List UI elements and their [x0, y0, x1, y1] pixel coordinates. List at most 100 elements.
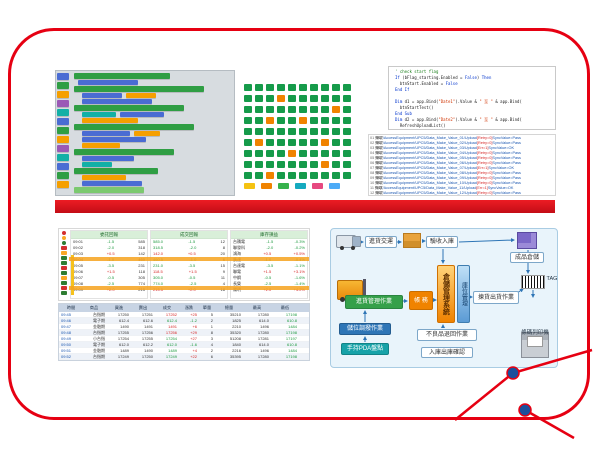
report-row: 鴻海+0.5+0.5% [231, 251, 307, 257]
log-index: 12 [370, 191, 375, 195]
report-cell: 09:01 [73, 239, 84, 244]
table-cell: 51208 [229, 336, 241, 341]
grid-node [244, 150, 252, 157]
table-cell: 610.8 [286, 342, 297, 347]
report-group-header: 委託回報 [71, 231, 147, 239]
table-cell: 2 [210, 318, 213, 323]
report-cell: +0.5% [293, 251, 305, 256]
table-cell: 1 [210, 324, 213, 329]
table-cell: 台指期 [93, 311, 105, 317]
log-row: 10擷取/AccessEquipment/UPC5/Data_Make_Valu… [370, 181, 554, 186]
grid-node [343, 106, 351, 113]
status-dot-yellow [62, 236, 66, 240]
cubes-icon [517, 232, 537, 249]
report-cell: 聯發科 [233, 245, 245, 250]
log-path: /AccessEquipment/UPC5/Data_Make_Value_07… [382, 166, 477, 170]
log-status: SyncValue=Pass [492, 156, 521, 160]
log-index: 04 [370, 151, 375, 155]
grid-node [321, 161, 329, 168]
log-action: 擷取 [375, 176, 383, 180]
table-cell: 09:48 [61, 330, 72, 335]
indicator-cell [61, 276, 67, 280]
table-cell: 電子期 [93, 341, 105, 347]
report-cell: 聯電 [233, 269, 241, 274]
grid-node [255, 161, 263, 168]
log-row: 08擷取/AccessEquipment/UPC5/Data_Make_Valu… [370, 171, 554, 176]
flow-box: 倉儲管理系統 [437, 265, 455, 323]
flow-box: 帳 務 [409, 291, 433, 310]
log-row: 06擷取/AccessEquipment/UPC5/Data_Make_Valu… [370, 161, 554, 166]
table-cell: +4 [192, 348, 197, 353]
grid-node [343, 172, 351, 179]
table-cell: 17249 [117, 354, 129, 359]
grid-node [343, 161, 351, 168]
report-cell: 4 [222, 281, 225, 286]
table-cell: 17250 [117, 312, 129, 317]
table-cell: 17251 [141, 312, 153, 317]
code-block [74, 73, 170, 79]
code-segment [395, 93, 397, 98]
palette-block [57, 172, 69, 179]
log-error: [Retry=0] [476, 181, 493, 185]
table-cell: 35395 [229, 354, 241, 359]
grid-node [310, 150, 318, 157]
report-cell: -0.5 [107, 275, 115, 280]
log-path: /AccessEquipment/UPC5/Data_Make_Value_01… [382, 136, 477, 140]
report-cell: -2.5 [189, 281, 197, 286]
grid-node [332, 139, 340, 146]
palette-block [57, 154, 69, 161]
grid-node [266, 139, 274, 146]
grid-node [343, 84, 351, 91]
report-cell: 118 [138, 269, 145, 274]
log-error: [Retry=0] [476, 151, 493, 155]
table-cell: 1489 [168, 348, 177, 353]
table-cell: 09:47 [61, 324, 72, 329]
table-cell: 1490 [144, 348, 153, 353]
grid-header-cell: 總量 [224, 305, 234, 310]
table-cell: 17197 [285, 336, 297, 341]
report-cell: 305 [138, 275, 145, 280]
code-block [74, 124, 194, 130]
grid-node [299, 139, 307, 146]
log-path: /AccessEquipment/UPC5/Data_Make_Value_05… [382, 156, 477, 160]
table-cell: 610.8 [286, 318, 297, 323]
log-action: 擷取 [375, 181, 383, 185]
grid-node [244, 106, 252, 113]
code-segment: (bFlag_starting.Enabled = [402, 75, 465, 80]
code-segment: ).Value & [455, 117, 480, 122]
grid-node [255, 139, 263, 146]
grid-row [244, 117, 358, 124]
table-cell: 17255 [141, 336, 153, 341]
parcel-icon [403, 233, 421, 248]
flow-box: 驗收入庫 [426, 236, 458, 248]
status-dot-red [62, 231, 66, 235]
grid-node [288, 161, 296, 168]
grid-header-cell: 賣出 [138, 305, 148, 310]
report-cell: 142.0 [153, 251, 164, 256]
report-cell: 長榮 [233, 281, 241, 286]
indicator-cell [61, 286, 67, 290]
palette-block [57, 181, 69, 188]
legend-node [295, 183, 306, 189]
report-cell: 318 [138, 245, 145, 250]
log-path: /AccessEquipment/UPC5/Data_Make_Value_02… [382, 141, 477, 145]
log-error: [Retry=0] [476, 141, 493, 145]
log-path: /AccessEquipment/UPC5/Data_Make_Value_03… [382, 146, 477, 150]
grid-node [310, 139, 318, 146]
table-cell: 09:50 [61, 342, 72, 347]
report-cell: +1.5 [106, 269, 115, 274]
flow-label: TAG [546, 276, 558, 283]
red-frame [8, 28, 590, 420]
grid-node [277, 128, 285, 135]
report-cell: 231 [138, 263, 145, 268]
